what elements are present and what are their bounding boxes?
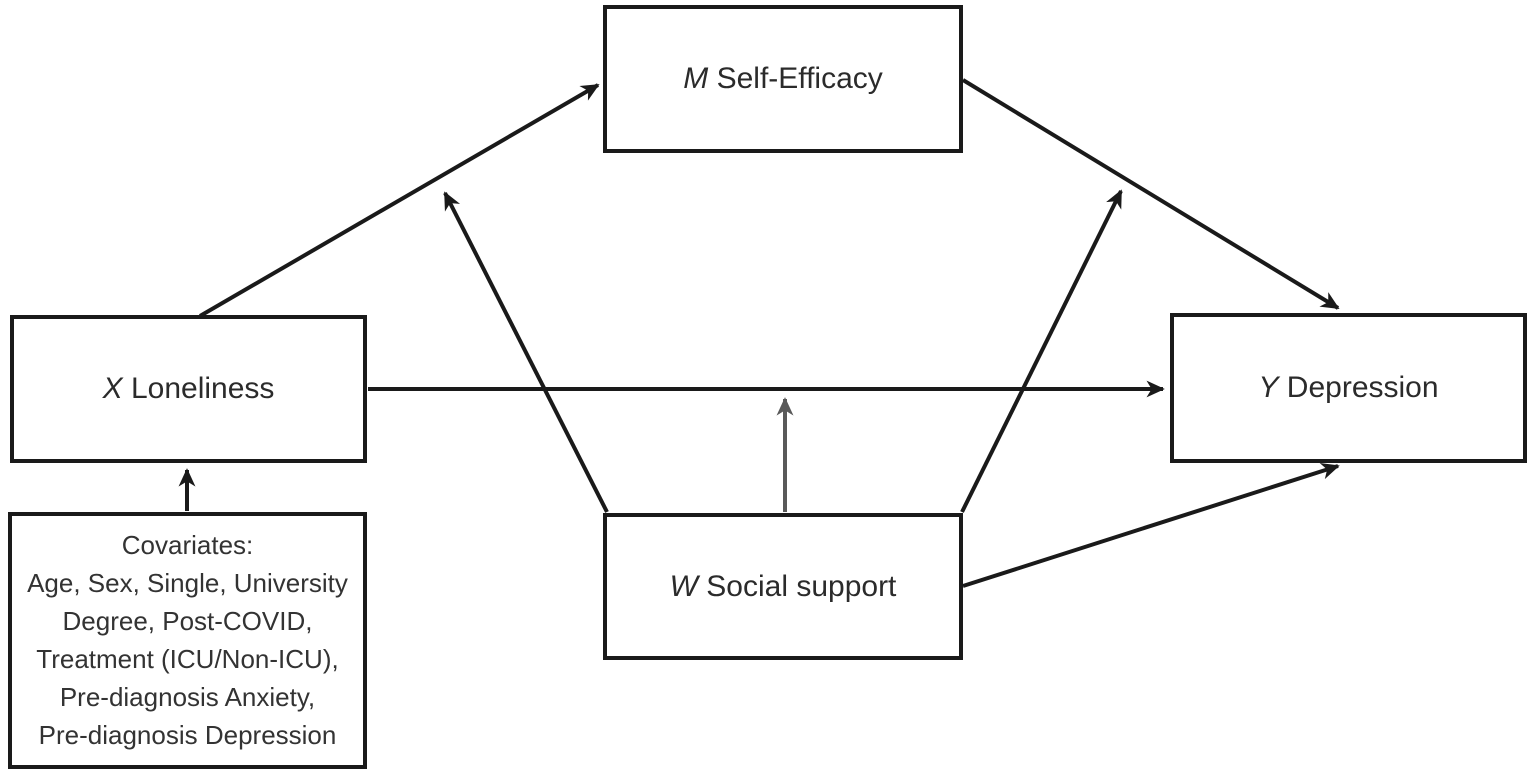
arrow-w-moderates-b-path (960, 189, 1123, 513)
arrow-x-to-m (198, 83, 600, 318)
box-predictor-loneliness: X Loneliness (10, 315, 367, 463)
covariates-line: Covariates: (121, 530, 254, 560)
box-y-label: Y Depression (1258, 371, 1438, 405)
arrow-w-moderates-a-path (443, 191, 609, 513)
covariates-line: Pre-diagnosis Anxiety, (59, 682, 316, 712)
variable-symbol-x: X (102, 372, 123, 405)
variable-name-m: Self-Efficacy (716, 62, 883, 95)
variable-name-y: Depression (1286, 371, 1439, 404)
covariates-line: Degree, Post-COVID, (62, 606, 313, 636)
box-x-label: X Loneliness (103, 372, 275, 406)
variable-name-x: Loneliness (130, 372, 275, 405)
arrow-m-to-y (961, 78, 1340, 310)
variable-name-w: Social support (706, 569, 897, 603)
covariates-text: Covariates: Age, Sex, Single, University… (27, 526, 348, 754)
box-m-label: M Self-Efficacy (683, 62, 883, 96)
box-covariates: Covariates: Age, Sex, Single, University… (8, 512, 367, 769)
box-outcome-depression: Y Depression (1170, 313, 1527, 463)
arrow-w-to-y (962, 462, 1340, 588)
variable-symbol-m: M (683, 62, 709, 95)
box-moderator-social-support: W Social support (603, 513, 963, 660)
variable-symbol-w: W (669, 569, 698, 603)
covariates-line: Pre-diagnosis Depression (38, 720, 337, 750)
box-mediator-self-efficacy: M Self-Efficacy (603, 5, 963, 153)
covariates-line: Treatment (ICU/Non-ICU), (36, 644, 339, 674)
variable-symbol-y: Y (1258, 371, 1279, 404)
covariates-line: Age, Sex, Single, University (27, 568, 348, 598)
box-w-label: W Social support (670, 570, 897, 604)
